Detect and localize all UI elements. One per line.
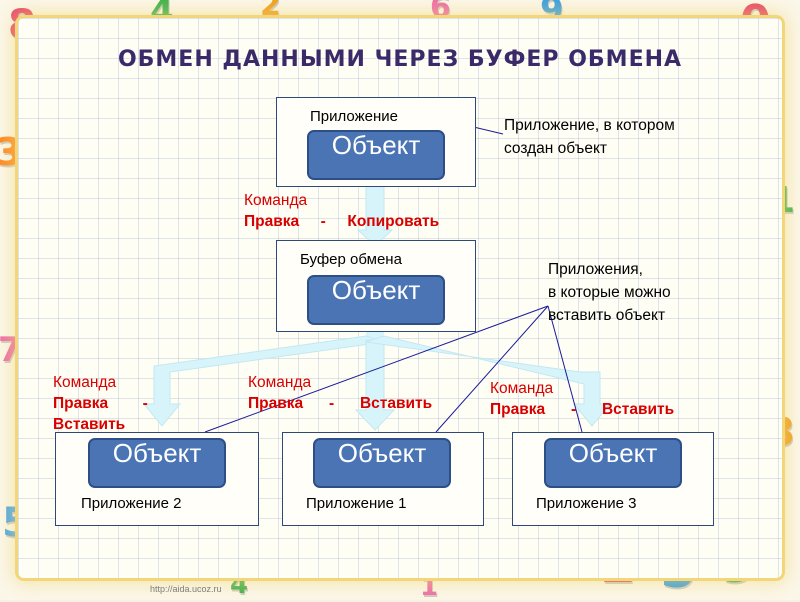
footer-url[interactable]: http://aida.ucoz.ru [150,584,222,594]
object-button[interactable]: Объект [307,275,445,325]
copy-command-action: Правка - Копировать [244,213,440,230]
pointer-target-app3 [547,305,583,433]
object-button[interactable]: Объект [544,438,682,488]
paste-command-action: Правка - Вставить [490,401,675,418]
paste-command-app3: Команда Правка - Вставить [490,378,674,420]
app2-label: Приложение 2 [81,495,182,512]
pointer-target-app2 [204,305,549,433]
slide-title: ОБМЕН ДАННЫМИ ЧЕРЕЗ БУФЕР ОБМЕНА [117,47,683,72]
copy-command-caption: Команда [244,192,308,209]
paste-command-action-cont: Вставить [53,416,126,433]
arrow-to-app2 [142,335,385,427]
decor-digit: 2 [260,0,281,23]
object-label: Объект [331,275,421,305]
object-label: Объект [568,438,658,468]
target-apps-note-line: в которые можно [548,284,671,301]
source-app-label: Приложение [310,108,398,125]
paste-command-app1: Команда Правка - Вставить [248,372,432,414]
source-app-note: Приложение, в котором создан объект [504,114,675,160]
app1-label: Приложение 1 [306,495,407,512]
paste-command-action: Правка - Вставить [248,395,433,412]
pointer-target-app1 [435,305,549,433]
object-label: Объект [331,130,421,160]
paste-command-caption: Команда [53,374,117,391]
object-label: Объект [112,438,202,468]
clipboard-label: Буфер обмена [300,251,402,268]
source-app-note-line: Приложение, в котором [504,117,675,134]
decor-digit: 1 [420,572,439,602]
source-app-note-line: создан объект [504,140,608,157]
target-apps-note-line: вставить объект [548,307,666,324]
paste-command-caption: Команда [490,380,554,397]
copy-command: Команда Правка - Копировать [244,190,439,232]
arrow-to-app1 [354,339,396,431]
object-label: Объект [337,438,427,468]
paste-command-app2: Команда Правка - Вставить [53,372,148,435]
target-apps-note: Приложения, в которые можно вставить объ… [548,258,671,327]
arrow-copy [356,185,394,247]
arrow-to-app3 [365,335,612,427]
paste-command-caption: Команда [248,374,312,391]
app3-label: Приложение 3 [536,495,637,512]
object-button[interactable]: Объект [307,130,445,180]
object-button[interactable]: Объект [88,438,226,488]
target-apps-note-line: Приложения, [548,261,643,278]
paste-command-action: Правка - [53,395,148,412]
decor-digit: 3 [0,130,23,174]
object-button[interactable]: Объект [313,438,451,488]
decor-digit: 7 [0,330,22,370]
